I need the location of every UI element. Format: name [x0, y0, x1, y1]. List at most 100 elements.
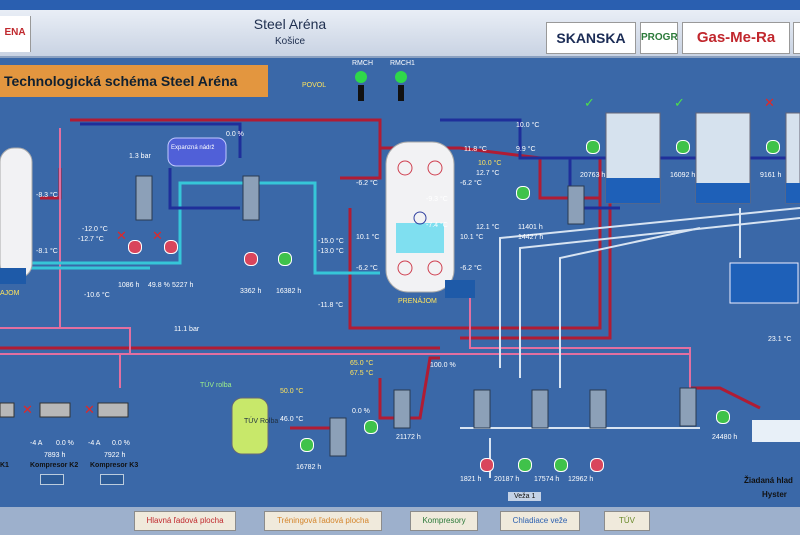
rink-center	[413, 211, 427, 225]
pump-2-icon[interactable]	[164, 240, 178, 254]
reading-pct-0: 0.0 %	[226, 131, 244, 138]
compressor-k2	[39, 402, 71, 418]
reading-h24480: 24480 h	[712, 434, 738, 441]
reading-t-m11-8: -11.8 °C	[318, 302, 344, 309]
reading-t-65-0: 65.0 °C	[350, 360, 374, 367]
zamboni-right	[445, 280, 475, 298]
expansion-tank-label: Expanzná nádrž	[171, 145, 215, 151]
rmch1-label: RMCH1	[390, 60, 415, 67]
pipe-blue-right	[440, 118, 620, 210]
tower-3-fan-icon[interactable]	[766, 140, 780, 154]
reading-h20187: 20187 h	[494, 476, 520, 483]
heat-exchanger-6	[473, 389, 491, 429]
heat-exchanger-3	[567, 185, 585, 225]
pump-4-icon[interactable]	[278, 252, 292, 266]
progr-logo: PROGR	[640, 22, 678, 54]
pump-12-icon[interactable]	[716, 410, 730, 424]
reading-t-10-1b: 10.1 °C	[460, 234, 484, 241]
rmch-label: RMCH	[352, 60, 373, 67]
rmch-switch-handle[interactable]	[358, 85, 364, 101]
reading-h16382: 16382 h	[276, 288, 302, 295]
pump-10-icon[interactable]	[554, 458, 568, 472]
pump-1-icon[interactable]	[128, 240, 142, 254]
reading-t-m6-2a: -6.2 °C	[356, 180, 378, 187]
reading-t-m6-2c: -6.2 °C	[356, 265, 378, 272]
screen-title: Technologická schéma Steel Aréna	[0, 65, 268, 97]
veza-button[interactable]: Veža 1	[508, 492, 542, 501]
reading-t-m13-0: -13.0 °C	[318, 248, 344, 255]
reading-t-12-7: 12.7 °C	[476, 170, 500, 177]
reading-h1821: 1821 h	[460, 476, 482, 483]
reading-h21172: 21172 h	[396, 434, 421, 441]
prenajom-left-label: AJOM	[0, 290, 20, 297]
reading-h20763: 20763 h	[580, 172, 606, 179]
reading-h9161: 9161 h	[760, 172, 782, 179]
compressor-k3-fault-x-icon: ✕	[84, 402, 95, 417]
povol-label: POVOL	[302, 82, 327, 89]
compressor-k2-fault-x-icon: ✕	[22, 402, 33, 417]
rmch1-switch-indicator[interactable]	[395, 71, 407, 83]
pump-11-icon[interactable]	[590, 458, 604, 472]
pump-6-icon[interactable]	[300, 438, 314, 452]
training-rink-tank	[385, 141, 455, 293]
compressor-k2-button[interactable]	[40, 474, 64, 485]
compressor-k3-button[interactable]	[100, 474, 124, 485]
main-rink-tank-left	[0, 147, 33, 279]
reading-t-m15-0: -15.0 °C	[318, 238, 344, 245]
rmch-switch-indicator[interactable]	[355, 71, 367, 83]
header-title: Steel Aréna	[253, 16, 327, 32]
reading-t-m6-2b: -6.2 °C	[460, 180, 482, 187]
nav-cooling-towers-button[interactable]: Chladiace veže	[500, 511, 580, 531]
pump-9-icon[interactable]	[518, 458, 532, 472]
reading-pct-0d: 0.0 %	[112, 440, 130, 447]
pump-7-icon[interactable]	[364, 420, 378, 434]
reading-t-67-5: 67.5 °C	[350, 370, 374, 377]
rmch1-switch-handle[interactable]	[398, 85, 404, 101]
pipe-red-bottom	[378, 356, 440, 420]
arena-logo: ENA	[0, 16, 31, 52]
pump-5-icon[interactable]	[516, 186, 530, 200]
reading-h14427: 14427 h	[518, 234, 544, 241]
reading-t-m8-3: -8.3 °C	[36, 192, 58, 199]
reading-t-m12-7: -12.7 °C	[78, 236, 104, 243]
reading-pct-0b: 0.0 %	[352, 408, 370, 415]
header-subtitle: Košice	[274, 36, 305, 47]
reading-t-m10-6: -10.6 °C	[84, 292, 110, 299]
pipe-cyan-right	[280, 181, 380, 275]
heat-exchanger-2	[242, 175, 260, 221]
pipe-red-long	[348, 158, 602, 330]
heat-exchanger-1	[135, 175, 153, 221]
reading-a-m4b: -4 A	[88, 440, 101, 447]
reading-t-9-9: 9.9 °C	[516, 146, 536, 153]
reading-h11401: 11401 h	[518, 224, 543, 231]
cooling-tower-3-water	[786, 183, 800, 203]
compressor-k1	[0, 402, 15, 418]
skanska-logo: SKANSKA	[546, 22, 636, 54]
tuv-rolba-top-label: TÚV rolba	[200, 382, 232, 389]
nav-tuv-button[interactable]: TÚV	[604, 511, 650, 531]
top-window-strip	[0, 0, 800, 10]
nav-compressors-button[interactable]: Kompresory	[410, 511, 478, 531]
bottom-nav-bar	[0, 507, 800, 535]
reading-h3362: 3362 h	[240, 288, 262, 295]
reading-a-m4a: -4 A	[30, 440, 43, 447]
pump-3-icon[interactable]	[244, 252, 258, 266]
reading-t-10-1a: 10.1 °C	[356, 234, 380, 241]
pipe-blue-upper	[80, 122, 242, 158]
tower-2-ok-check-icon: ✓	[674, 95, 685, 110]
tower-2-fan-icon[interactable]	[676, 140, 690, 154]
nav-training-rink-button[interactable]: Tréningová ľadová plocha	[264, 511, 382, 531]
pipe-pink-loop	[30, 128, 61, 329]
reading-t-12-1: 12.1 °C	[476, 224, 500, 231]
reading-t-m6-2d: -6.2 °C	[460, 265, 482, 272]
pump-8-icon[interactable]	[480, 458, 494, 472]
tower-3-fault-x-icon: ✕	[764, 95, 775, 110]
reading-h16092: 16092 h	[670, 172, 696, 179]
process-schematic	[0, 112, 800, 478]
tower-1-fan-icon[interactable]	[586, 140, 600, 154]
nav-main-rink-button[interactable]: Hlavná ľadová plocha	[134, 511, 236, 531]
pump-1-fault-x-icon: ✕	[116, 228, 127, 243]
cooling-tower-2-water	[696, 183, 750, 203]
reading-pct-0c: 0.0 %	[56, 440, 74, 447]
reading-t-10-0: 10.0 °C	[516, 122, 540, 129]
